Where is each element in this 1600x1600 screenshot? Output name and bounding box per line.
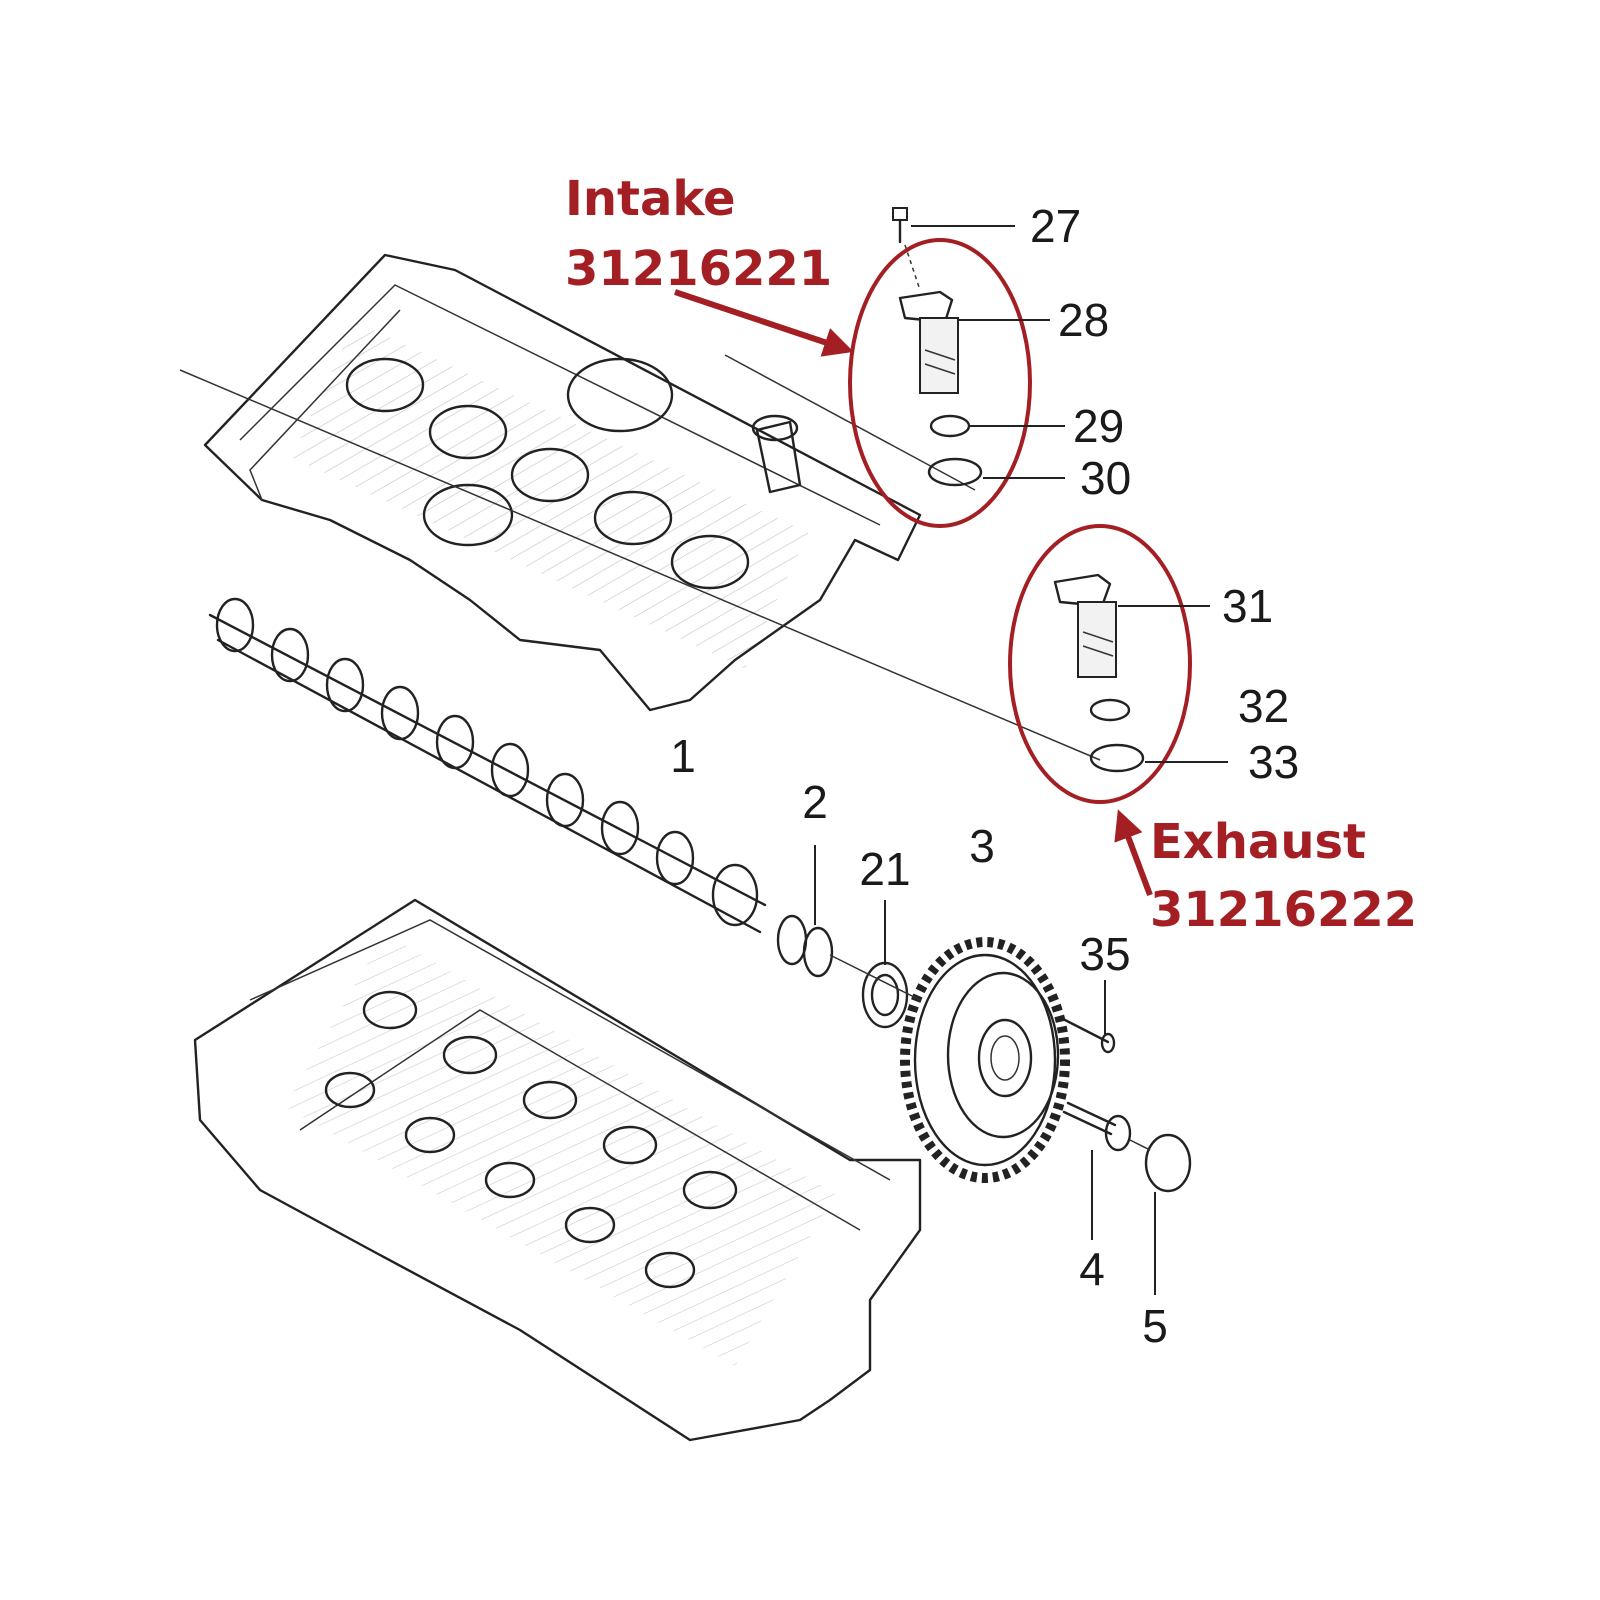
intake-callout-arrow [674,289,854,357]
guide-pin [1063,1018,1116,1054]
label-2: 2 [802,776,828,828]
o-ring-32 [1089,698,1131,722]
label-28: 28 [1058,294,1109,346]
label-5: 5 [1142,1300,1168,1352]
center-bolt [1062,1101,1132,1152]
exhaust-callout-arrow [1114,809,1153,897]
camshaft-seal [861,961,909,1029]
camshaft-pulley [900,937,1070,1183]
exhaust-callout-part-number: 31216222 [1150,882,1417,938]
exhaust-solenoid-31 [1053,573,1117,678]
seal-30 [927,457,983,487]
intake-callout-part-number: 31216221 [565,241,832,297]
exhaust-highlight-ring [1008,524,1192,804]
intake-solenoid-28 [898,290,959,394]
o-ring-29 [929,414,971,438]
label-29: 29 [1073,400,1124,452]
exhaust-callout-title: Exhaust [1150,814,1366,870]
exhaust-sensor-assembly [1053,573,1145,773]
label-27: 27 [1030,200,1081,252]
cylinder-head [193,898,922,1442]
label-21: 21 [859,843,910,895]
seal-33 [1089,743,1145,773]
label-3: 3 [969,820,995,872]
intake-callout-title: Intake [565,171,736,227]
o-rings [776,914,834,978]
label-32: 32 [1238,680,1289,732]
label-31: 31 [1222,580,1273,632]
camshaft-cover [203,253,922,712]
intake-sensor-assembly [892,207,983,487]
screw-27 [892,207,908,244]
label-4: 4 [1079,1243,1105,1295]
cover-cap [1144,1133,1192,1193]
camshaft [208,597,767,934]
intake-highlight-ring [848,238,1032,528]
label-35: 35 [1079,928,1130,980]
label-30: 30 [1080,452,1131,504]
label-33: 33 [1248,736,1299,788]
label-1: 1 [670,730,696,782]
